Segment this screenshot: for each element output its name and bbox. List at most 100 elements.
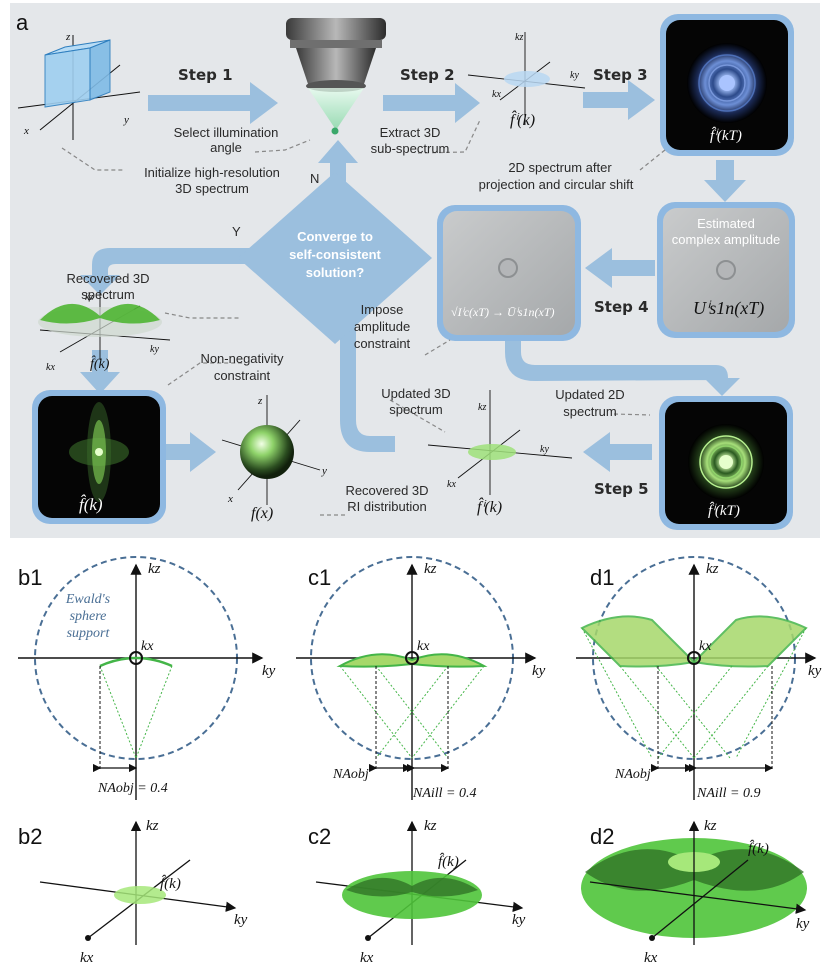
c2-axis-ky: ky	[512, 912, 526, 928]
panel-label-d1: d1	[590, 565, 614, 590]
ri-math: f(x)	[251, 505, 273, 522]
step5-label: Step 5	[594, 480, 649, 498]
sphere-axis-x: x	[227, 493, 233, 505]
updated-2d-math: f̂ⁱ(kT)	[708, 502, 740, 519]
arrow-yes	[80, 248, 252, 295]
b2-axis-ky: ky	[234, 912, 248, 928]
cap-impose-3: constraint	[354, 336, 411, 351]
b1-axis-kx: kx	[141, 639, 154, 654]
upd-axis-kx: kx	[447, 479, 456, 490]
converge-diamond	[238, 172, 432, 344]
cap-nonneg-2: constraint	[214, 368, 271, 383]
c1-axis-ky: ky	[532, 663, 546, 679]
cap-recovered-2: spectrum	[81, 287, 134, 302]
cap-impose-1: Impose	[361, 302, 404, 317]
panel-c1: c1 kz ky kx NAobj NAill = 0.4	[296, 556, 546, 801]
label-no: N	[310, 171, 319, 186]
arrow-down-left	[80, 350, 120, 394]
cap-upd3d-1: Updated 3D	[381, 386, 450, 401]
ri-sphere: z y x f(x)	[221, 395, 327, 522]
cap-ri-2: RI distribution	[347, 499, 426, 514]
cube-axis-y: y	[123, 114, 129, 126]
sub-spectrum-math: f̂ⁱ(k)	[510, 110, 535, 129]
cap-upd2d-2: spectrum	[563, 404, 616, 419]
d1-na-ill: NAill = 0.9	[696, 786, 761, 801]
arrow-to-sphere	[150, 432, 216, 472]
updated-2d-spectrum-image: f̂ⁱ(kT)	[659, 396, 793, 530]
cap-recovered-1: Recovered 3D	[66, 271, 149, 286]
step4-label: Step 4	[594, 298, 649, 316]
ewald-text-1: Ewald's	[65, 592, 111, 607]
b2-f: f̂(k)	[160, 875, 181, 892]
updated-3d-axes: kz ky kx f̂ⁱ(k)	[427, 390, 573, 516]
sub-axis-kx: kx	[492, 89, 501, 100]
cap-impose-2: amplitude	[354, 319, 410, 334]
est-text-1: Estimated	[697, 216, 755, 231]
constraint-math: √Iⁱc(xT) → Ūⁱs1n(xT)	[451, 305, 555, 319]
panel-c2: c2 kz ky kx f̂(k)	[308, 818, 526, 966]
d1-axis-kx: kx	[699, 639, 712, 654]
panel-label-c1: c1	[308, 565, 331, 590]
est-text-2: complex amplitude	[672, 232, 780, 247]
cap-nonneg-1: Non-negativity	[200, 351, 284, 366]
b1-na-obj: NAobj = 0.4	[97, 781, 168, 796]
sub-axis-ky: ky	[570, 70, 579, 81]
full-spectrum-math: f̂(k)	[79, 494, 103, 514]
b2-axis-kx: kx	[80, 950, 94, 966]
b2-axis-kz: kz	[146, 818, 159, 834]
full-spectrum-image: f̂(k)	[32, 390, 166, 524]
cap-init-2: 3D spectrum	[175, 181, 249, 196]
cap-select-2: angle	[210, 140, 242, 155]
arrow-step1	[148, 82, 278, 124]
step2-label: Step 2	[400, 66, 455, 84]
arrow-to-step5	[505, 340, 740, 396]
sphere-axis-z: z	[257, 395, 263, 407]
objective-lens	[286, 18, 386, 135]
panel-b2: b2 kz ky kx f̂(k)	[18, 818, 248, 966]
upd-axis-ky: ky	[540, 444, 549, 455]
impose-constraint-image: √Iⁱc(xT) → Ūⁱs1n(xT)	[437, 205, 581, 341]
cube-axis-z: z	[65, 31, 71, 43]
c2-axis-kz: kz	[424, 818, 437, 834]
cap-proj-2: projection and circular shift	[479, 177, 634, 192]
b1-axis-ky: ky	[262, 663, 276, 679]
d1-na-obj: NAobj	[614, 767, 651, 782]
sub-axis-kz: kz	[515, 32, 523, 43]
recovered-spectrum-math: f̂(k)	[90, 355, 110, 372]
d2-axis-kz: kz	[704, 818, 717, 834]
c1-axis-kz: kz	[424, 561, 437, 577]
cap-select-1: Select illumination	[174, 125, 279, 140]
step1-label: Step 1	[178, 66, 233, 84]
rec-axis-kx: kx	[46, 362, 55, 373]
ewald-text-3: support	[67, 626, 111, 641]
d1-axis-ky: ky	[808, 663, 822, 679]
panel-label-b1: b1	[18, 565, 42, 590]
upd-axis-kz: kz	[478, 402, 486, 413]
c1-axis-kx: kx	[417, 639, 430, 654]
panel-b1: b1 kz ky kx Ewald's sphere support NAobj…	[18, 556, 276, 800]
amplitude-math: Uⁱs1n(xT)	[693, 298, 764, 319]
arrow-step2	[383, 83, 480, 123]
d2-f: f̂(k)	[748, 840, 769, 857]
panel-d2: d2 kz ky kx f̂(k)	[581, 818, 810, 966]
recovered-3d-spectrum: kz ky kx f̂(k)	[38, 290, 171, 373]
ewald-text-2: sphere	[70, 609, 107, 624]
arrow-step5	[583, 432, 652, 472]
converge-text-3: solution?	[306, 265, 365, 280]
c1-na-ill: NAill = 0.4	[412, 786, 477, 801]
sub-spectrum-axes: kz ky kx f̂ⁱ(k)	[467, 32, 586, 129]
cap-extract-1: Extract 3D	[380, 125, 441, 140]
panel-label-d2: d2	[590, 824, 614, 849]
converge-text-1: Converge to	[297, 229, 373, 244]
cap-init-1: Initialize high-resolution	[144, 165, 280, 180]
b1-axis-kz: kz	[148, 561, 161, 577]
leader-lines	[61, 119, 666, 516]
label-yes: Y	[232, 224, 241, 239]
c2-f: f̂(k)	[438, 853, 459, 870]
cap-ri-1: Recovered 3D	[345, 483, 428, 498]
arrow-down-right	[704, 160, 746, 202]
flow-arrows	[80, 80, 746, 472]
d1-axis-kz: kz	[706, 561, 719, 577]
step3-label: Step 3	[593, 66, 648, 84]
